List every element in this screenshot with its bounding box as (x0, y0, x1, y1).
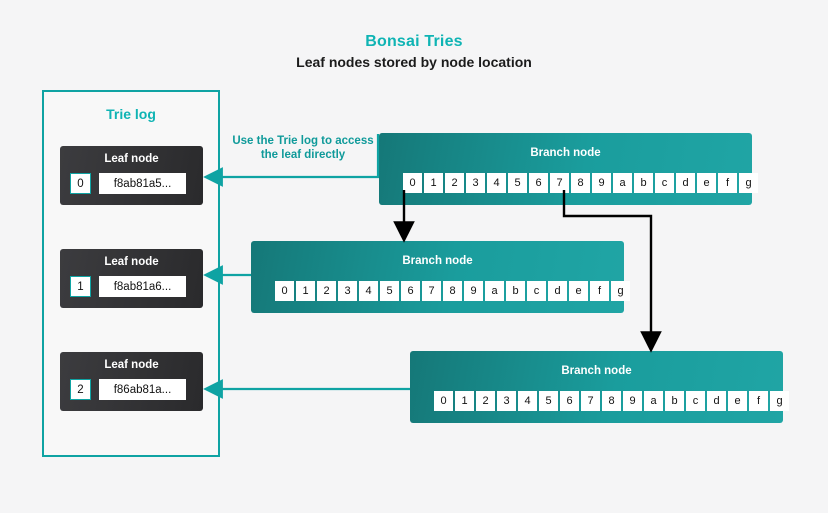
annotation-text: Use the Trie log to access the leaf dire… (232, 135, 374, 161)
branch-cell-4[interactable]: 4 (487, 173, 506, 193)
branch-cell-8[interactable]: 8 (443, 281, 462, 301)
branch-cell-7[interactable]: 7 (550, 173, 569, 193)
page-title: Bonsai Tries (365, 33, 463, 50)
leaf-node-row: 2 f86ab81a... (70, 379, 186, 400)
leaf-hash-box: f8ab81a5... (99, 173, 186, 194)
branch-cell-b[interactable]: b (634, 173, 653, 193)
branch-cell-1[interactable]: 1 (296, 281, 315, 301)
list-item[interactable]: Leaf node 2 f86ab81a... (60, 352, 203, 411)
leaf-node-label: Leaf node (104, 256, 159, 268)
branch-cell-4[interactable]: 4 (359, 281, 378, 301)
branch-cell-9[interactable]: 9 (623, 391, 642, 411)
leaf-node-row: 0 f8ab81a5... (70, 173, 186, 194)
list-item[interactable]: Leaf node 1 f8ab81a6... (60, 249, 203, 308)
branch-cell-e[interactable]: e (728, 391, 747, 411)
branch-cell-2[interactable]: 2 (476, 391, 495, 411)
branch-cell-8[interactable]: 8 (602, 391, 621, 411)
leaf-node-label: Leaf node (104, 153, 159, 165)
branch-cell-3[interactable]: 3 (497, 391, 516, 411)
branch-cell-b[interactable]: b (665, 391, 684, 411)
branch-cell-6[interactable]: 6 (560, 391, 579, 411)
branch-cell-4[interactable]: 4 (518, 391, 537, 411)
branch-cell-2[interactable]: 2 (445, 173, 464, 193)
branch-cell-d[interactable]: d (548, 281, 567, 301)
branch-cell-g[interactable]: g (739, 173, 758, 193)
branch-cell-3[interactable]: 3 (466, 173, 485, 193)
branch-cell-e[interactable]: e (697, 173, 716, 193)
list-item[interactable]: Leaf node 0 f8ab81a5... (60, 146, 203, 205)
branch-cell-3[interactable]: 3 (338, 281, 357, 301)
branch-cell-c[interactable]: c (686, 391, 705, 411)
branch-cell-9[interactable]: 9 (592, 173, 611, 193)
branch-cell-5[interactable]: 5 (380, 281, 399, 301)
branch-cell-g[interactable]: g (770, 391, 789, 411)
branch-cell-5[interactable]: 5 (508, 173, 527, 193)
page-subtitle: Leaf nodes stored by node location (296, 54, 532, 70)
branch-cell-2[interactable]: 2 (317, 281, 336, 301)
leaf-node-row: 1 f8ab81a6... (70, 276, 186, 297)
branch-cell-c[interactable]: c (655, 173, 674, 193)
branch-cell-e[interactable]: e (569, 281, 588, 301)
branch-cell-f[interactable]: f (590, 281, 609, 301)
leaf-index-box: 1 (70, 276, 91, 297)
branch-node-label: Branch node (402, 255, 473, 267)
branch-cell-9[interactable]: 9 (464, 281, 483, 301)
leaf-index-box: 2 (70, 379, 91, 400)
branch-cell-a[interactable]: a (485, 281, 504, 301)
branch-cell-f[interactable]: f (718, 173, 737, 193)
branch-cell-0[interactable]: 0 (403, 173, 422, 193)
branch-cell-1[interactable]: 1 (455, 391, 474, 411)
branch-cell-1[interactable]: 1 (424, 173, 443, 193)
branch-cell-b[interactable]: b (506, 281, 525, 301)
branch-cell-a[interactable]: a (613, 173, 632, 193)
branch-node-label: Branch node (530, 147, 601, 159)
branch-cell-d[interactable]: d (707, 391, 726, 411)
leaf-hash-box: f86ab81a... (99, 379, 186, 400)
branch-cell-0[interactable]: 0 (275, 281, 294, 301)
branch-cell-6[interactable]: 6 (529, 173, 548, 193)
branch-cell-d[interactable]: d (676, 173, 695, 193)
branch-cell-c[interactable]: c (527, 281, 546, 301)
branch-cell-6[interactable]: 6 (401, 281, 420, 301)
leaf-node-label: Leaf node (104, 359, 159, 371)
leaf-hash-box: f8ab81a6... (99, 276, 186, 297)
branch-cell-g[interactable]: g (611, 281, 630, 301)
branch-cell-5[interactable]: 5 (539, 391, 558, 411)
branch-cell-8[interactable]: 8 (571, 173, 590, 193)
leaf-index-box: 0 (70, 173, 91, 194)
branch-cell-7[interactable]: 7 (581, 391, 600, 411)
branch-node-label: Branch node (561, 365, 632, 377)
branch-cell-7[interactable]: 7 (422, 281, 441, 301)
branch-cell-0[interactable]: 0 (434, 391, 453, 411)
trie-log-title: Trie log (106, 106, 156, 122)
branch-cell-a[interactable]: a (644, 391, 663, 411)
branch-cell-f[interactable]: f (749, 391, 768, 411)
